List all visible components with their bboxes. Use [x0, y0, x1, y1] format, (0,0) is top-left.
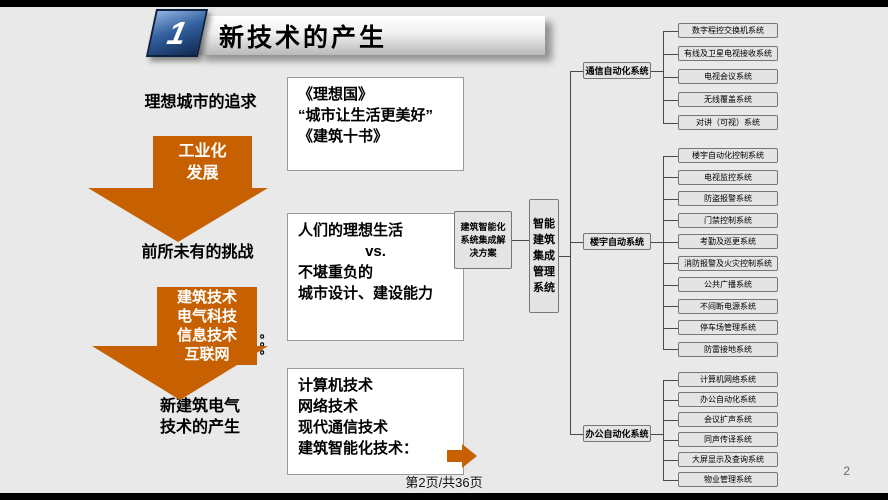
bottom-letterbox-bar [0, 493, 888, 500]
tree-leaf: 无线覆盖系统 [678, 92, 778, 107]
tree-category: 楼宇自动系统 [583, 233, 651, 250]
tree-connector [570, 70, 583, 72]
tree-leaf: 物业管理系统 [678, 472, 778, 487]
technology-arrow-label: 建筑技术 电气科技 信息技术 互联网 [157, 287, 257, 365]
flow-step-new-tech: 新建筑电气 技术的产生 [159, 398, 240, 436]
tree-connector [663, 241, 678, 243]
tree-connector [663, 30, 678, 32]
tree-leaf: 不间断电源系统 [678, 298, 778, 314]
tree-leaf: 楼宇自动化控制系统 [678, 148, 778, 163]
tree-connector [663, 379, 678, 381]
text-line: 建筑智能化技术： [298, 440, 419, 457]
text-line: vs. [365, 243, 386, 260]
tree-connector [559, 256, 570, 257]
flow-step-challenge: 前所未有的挑战 [141, 244, 254, 261]
tree-leaf: 办公自动化系统 [678, 392, 778, 407]
tree-connector [663, 306, 678, 307]
text-line: 人们的理想生活 [298, 222, 404, 239]
solution-box: 建筑智能化 系统集成解 决方案 [454, 211, 512, 269]
tree-connector [663, 220, 678, 221]
title-bar: 新技术的产生 [197, 16, 545, 55]
down-arrow-icon [88, 188, 268, 242]
page-indicator: 第2页/共36页 [405, 475, 483, 490]
tree-connector [663, 177, 678, 178]
tree-connector [663, 155, 664, 349]
tree-connector [663, 263, 678, 264]
tree-leaf: 会议扩声系统 [678, 412, 778, 427]
text-line: 城市设计、建设能力 [298, 285, 434, 302]
tree-connector [663, 419, 678, 421]
tree-connector [663, 155, 678, 157]
tree-connector [570, 70, 571, 434]
tree-leaf: 门禁控制系统 [678, 212, 778, 228]
tree-leaf: 计算机网络系统 [678, 372, 778, 387]
badge-number: 1 [164, 14, 190, 51]
tree-leaf: 消防报警及火灾控制系统 [678, 255, 778, 271]
tree-connector [512, 240, 529, 241]
tree-leaf: 数字程控交换机系统 [678, 23, 778, 38]
tree-connector [570, 433, 583, 435]
tree-connector [663, 439, 678, 441]
tree-connector [663, 53, 678, 55]
tree-connector [663, 284, 678, 286]
tree-leaf: 对讲（可视）系统 [678, 115, 778, 130]
text-line: 《建筑十书》 [298, 128, 389, 145]
right-arrow-icon [462, 444, 477, 468]
tree-category: 通信自动化系统 [583, 62, 651, 79]
tree-category: 办公自动化系统 [583, 425, 651, 442]
tree-leaf: 电视监控系统 [678, 169, 778, 185]
tree-connector [663, 379, 664, 480]
top-letterbox-bar [0, 0, 888, 7]
tree-connector [663, 399, 678, 401]
tree-connector [663, 479, 678, 481]
text-line: 现代通信技术 [298, 419, 389, 436]
tree-connector [651, 70, 663, 72]
tree-connector [663, 198, 678, 200]
tree-connector [651, 433, 663, 435]
tree-leaf: 公共广播系统 [678, 277, 778, 292]
text-line: 不堪重负的 [298, 264, 374, 281]
text-line: 网络技术 [298, 398, 359, 415]
tree-connector [663, 349, 678, 350]
tree-leaf: 防盗报警系统 [678, 191, 778, 206]
tree-connector [651, 241, 663, 243]
page-title: 新技术的产生 [219, 23, 388, 52]
slide-number-badge: 1 [145, 9, 209, 57]
tree-connector [663, 327, 678, 329]
idea-box-tech: 计算机技术网络技术现代通信技术建筑智能化技术： [287, 368, 464, 475]
tree-leaf: 考勤及巡更系统 [678, 234, 778, 249]
tree-leaf: 停车场管理系统 [678, 320, 778, 335]
industrialization-arrow-label: 工业化 发展 [153, 136, 252, 190]
tree-leaf: 防雷接地系统 [678, 341, 778, 357]
tree-connector [663, 76, 678, 78]
text-line: 计算机技术 [298, 377, 374, 394]
tree-connector [663, 122, 678, 124]
tree-leaf: 电视会议系统 [678, 69, 778, 84]
tree-connector [663, 99, 678, 101]
tree-connector [663, 459, 678, 461]
text-line: “城市让生活更美好” [298, 107, 434, 124]
tree-leaf: 同声传译系统 [678, 432, 778, 447]
idea-box-vs: 人们的理想生活 vs. 不堪重负的城市设计、建设能力 [287, 213, 464, 341]
root-system-box: 智能建筑集成管理系统 [529, 199, 559, 313]
flow-step-ideal-city: 理想城市的追求 [144, 94, 257, 111]
tree-leaf: 大屏显示及查询系统 [678, 452, 778, 467]
tree-connector [570, 241, 583, 243]
tree-leaf: 有线及卫星电视接收系统 [678, 46, 778, 61]
right-arrow-icon [447, 450, 462, 462]
text-line: 《理想国》 [298, 86, 374, 103]
slide-page-number: 2 [843, 464, 850, 478]
idea-box-classics: 《理想国》 “城市让生活更美好” 《建筑十书》 [287, 77, 464, 171]
